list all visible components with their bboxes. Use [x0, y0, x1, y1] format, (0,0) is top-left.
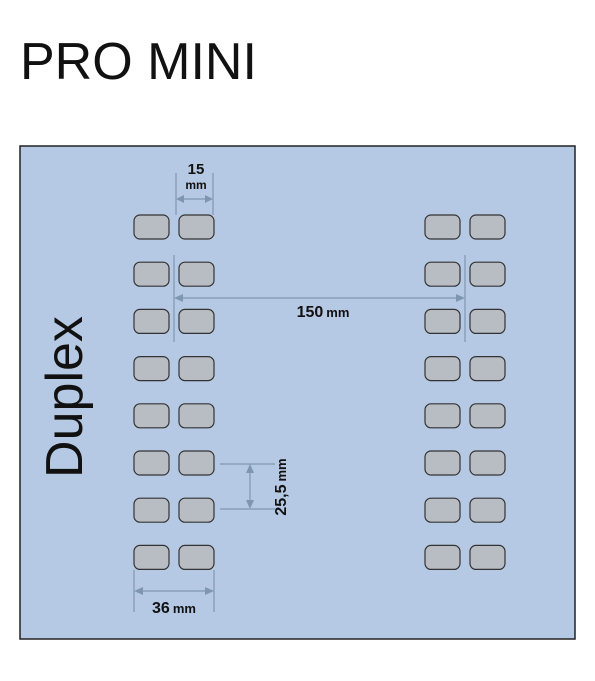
pad-r2-c4 [469, 261, 506, 287]
pad-r1-c3 [424, 214, 461, 240]
pad-r4-c1 [133, 356, 170, 382]
pad-r7-c4 [469, 497, 506, 523]
pad-r6-c2 [178, 450, 215, 476]
pad-r4-c3 [424, 356, 461, 382]
dim-15-value: 15 [188, 161, 205, 178]
pad-r3-c2 [178, 308, 215, 334]
pad-grid [133, 214, 506, 571]
pad-r3-c4 [469, 308, 506, 334]
pad-r3-c3 [424, 308, 461, 334]
pad-r7-c2 [178, 497, 215, 523]
pad-r5-c1 [133, 403, 170, 429]
pad-r5-c4 [469, 403, 506, 429]
dim-25-5-label: 25,5mm [273, 458, 290, 515]
pad-r1-c4 [469, 214, 506, 240]
pad-r1-c1 [133, 214, 170, 240]
pad-r8-c1 [133, 544, 170, 571]
page-title: PRO MINI [20, 33, 257, 91]
pad-r8-c3 [424, 544, 461, 571]
pad-r2-c1 [133, 261, 170, 287]
pad-r5-c3 [424, 403, 461, 429]
pad-r3-c1 [133, 308, 170, 334]
pad-r2-c2 [178, 261, 215, 287]
pad-r7-c1 [133, 497, 170, 523]
pad-r4-c2 [178, 356, 215, 382]
duplex-label: Duplex [36, 316, 94, 478]
pad-r5-c2 [178, 403, 215, 429]
dim-15-unit: mm [185, 178, 206, 192]
pad-r2-c3 [424, 261, 461, 287]
dim-25-5mm: 25,5mm [220, 458, 290, 516]
pad-r6-c3 [424, 450, 461, 476]
pad-r1-c2 [178, 214, 215, 240]
pad-r6-c4 [469, 450, 506, 476]
pad-r7-c3 [424, 497, 461, 523]
pad-r6-c1 [133, 450, 170, 476]
dim-15mm: 15 mm [175, 161, 214, 215]
pad-r8-c4 [469, 544, 506, 571]
pad-r8-c2 [178, 544, 215, 571]
pad-r4-c4 [469, 356, 506, 382]
